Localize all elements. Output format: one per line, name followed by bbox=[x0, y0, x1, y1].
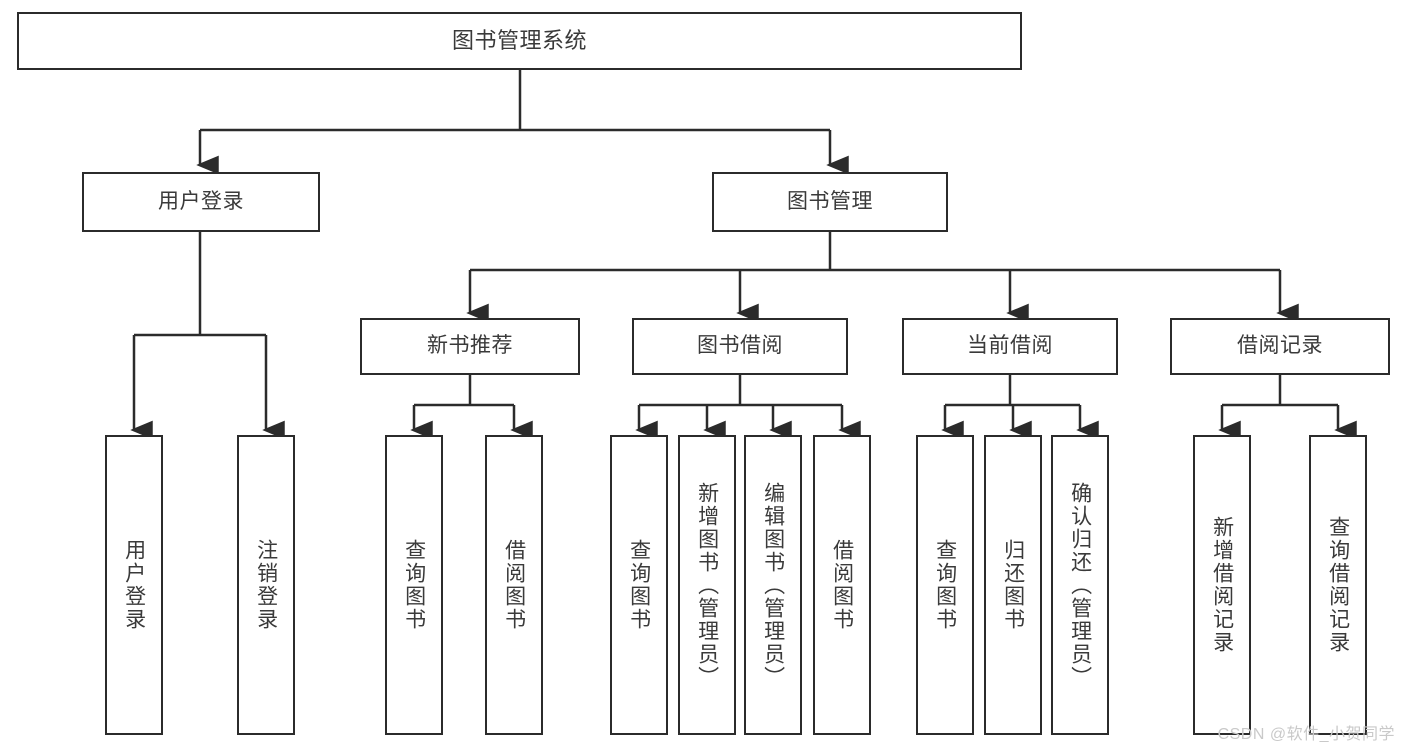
node-label: 编辑图书（管理员） bbox=[761, 481, 785, 689]
node-label: 查询图书 bbox=[627, 539, 651, 631]
leaf-user-login[interactable]: 用户登录 bbox=[105, 435, 163, 735]
leaf-edit-book-admin[interactable]: 编辑图书（管理员） bbox=[744, 435, 802, 735]
node-label: 借阅图书 bbox=[502, 539, 526, 631]
node-label: 当前借阅 bbox=[967, 334, 1053, 358]
node-label: 图书管理系统 bbox=[451, 28, 587, 54]
node-book-management[interactable]: 图书管理 bbox=[712, 172, 948, 232]
node-label: 图书管理 bbox=[787, 189, 873, 213]
node-label: 查询借阅记录 bbox=[1326, 516, 1350, 654]
node-label: 借阅记录 bbox=[1237, 334, 1323, 358]
leaf-return-book[interactable]: 归还图书 bbox=[984, 435, 1042, 735]
node-root-book-management-system[interactable]: 图书管理系统 bbox=[17, 12, 1022, 70]
leaf-query-borrow-record[interactable]: 查询借阅记录 bbox=[1309, 435, 1367, 735]
node-label: 新增图书（管理员） bbox=[695, 481, 719, 689]
node-label: 借阅图书 bbox=[830, 539, 854, 631]
leaf-borrow-book-recommend[interactable]: 借阅图书 bbox=[485, 435, 543, 735]
node-label: 用户登录 bbox=[122, 539, 146, 631]
node-label: 新书推荐 bbox=[427, 334, 513, 358]
node-label: 新增借阅记录 bbox=[1210, 516, 1234, 654]
node-borrow-record[interactable]: 借阅记录 bbox=[1170, 318, 1390, 375]
node-label: 用户登录 bbox=[158, 189, 244, 213]
leaf-logout[interactable]: 注销登录 bbox=[237, 435, 295, 735]
node-current-borrow[interactable]: 当前借阅 bbox=[902, 318, 1118, 375]
node-label: 查询图书 bbox=[933, 539, 957, 631]
node-label: 注销登录 bbox=[254, 539, 278, 631]
leaf-add-book-admin[interactable]: 新增图书（管理员） bbox=[678, 435, 736, 735]
node-book-borrow[interactable]: 图书借阅 bbox=[632, 318, 848, 375]
leaf-query-book-borrow[interactable]: 查询图书 bbox=[610, 435, 668, 735]
leaf-borrow-book[interactable]: 借阅图书 bbox=[813, 435, 871, 735]
node-new-book-recommend[interactable]: 新书推荐 bbox=[360, 318, 580, 375]
watermark-csdn: CSDN @软件_小贺同学 bbox=[1217, 726, 1395, 743]
node-label: 图书借阅 bbox=[697, 334, 783, 358]
node-label: 确认归还（管理员） bbox=[1068, 481, 1092, 689]
leaf-add-borrow-record[interactable]: 新增借阅记录 bbox=[1193, 435, 1251, 735]
node-user-login[interactable]: 用户登录 bbox=[82, 172, 320, 232]
leaf-query-book-current[interactable]: 查询图书 bbox=[916, 435, 974, 735]
node-label: 查询图书 bbox=[402, 539, 426, 631]
leaf-query-book-recommend[interactable]: 查询图书 bbox=[385, 435, 443, 735]
node-label: 归还图书 bbox=[1001, 539, 1025, 631]
leaf-confirm-return-admin[interactable]: 确认归还（管理员） bbox=[1051, 435, 1109, 735]
